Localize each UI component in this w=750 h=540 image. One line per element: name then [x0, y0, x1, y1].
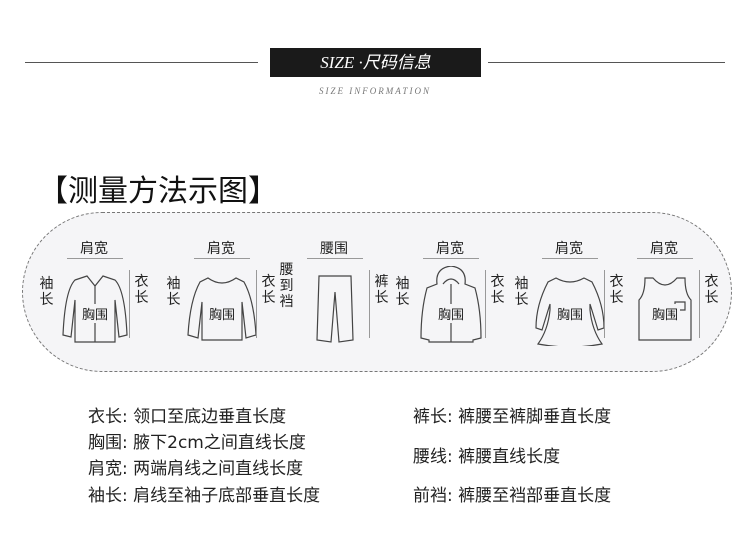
definition-text: 裤腰至裤脚垂直长度 [458, 407, 612, 427]
garment-dress-right-label: 衣长 [609, 274, 624, 306]
garment-vest-top-label: 肩宽 [650, 241, 678, 257]
garment-sweater-top-label: 肩宽 [207, 241, 235, 257]
length-measure-line [604, 270, 605, 338]
definition-item: 袖长: 肩线至袖子底部垂直长度 [88, 481, 320, 506]
definition-item: 前裆: 裤腰至裆部垂直长度 [413, 481, 611, 506]
header-subtitle: SIZE INFORMATION [319, 86, 431, 96]
definition-text: 肩线至袖子底部垂直长度 [133, 486, 321, 506]
garment-dress-chest-label: 胸围 [555, 304, 586, 323]
definition-item: 衣长: 领口至底边垂直长度 [88, 402, 286, 427]
garment-pants-right-label: 裤长 [374, 274, 389, 306]
length-measure-line [699, 270, 700, 338]
garment-pants-icon [316, 275, 354, 343]
garment-dress-top-label: 肩宽 [555, 241, 583, 257]
garment-pants-left-label: 腰到裆 [279, 262, 294, 310]
definition-item: 裤长: 裤腰至裤脚垂直长度 [413, 402, 611, 427]
measurement-panel [22, 212, 732, 372]
header-title: SIZE ·尺码信息 [270, 48, 481, 77]
garment-sweater-chest-label: 胸围 [207, 304, 238, 323]
garment-hoodie-chest-label: 胸围 [436, 304, 467, 323]
term: 前裆: [413, 486, 453, 506]
header-line-right [488, 62, 725, 63]
garment-hoodie-top-label: 肩宽 [436, 241, 464, 257]
term: 袖长: [88, 486, 128, 506]
definition-item: 腰线: 裤腰直线长度 [413, 442, 560, 467]
definition-item: 肩宽: 两端肩线之间直线长度 [88, 454, 303, 479]
top-measure-line [423, 258, 479, 259]
definition-text: 两端肩线之间直线长度 [133, 459, 304, 479]
term: 胸围: [88, 433, 128, 453]
top-measure-line [542, 258, 598, 259]
garment-shirt-chest-label: 胸围 [80, 304, 111, 323]
term: 肩宽: [88, 459, 128, 479]
top-measure-line [637, 258, 693, 259]
garment-pants-top-label: 腰围 [320, 241, 348, 257]
definition-text: 裤腰直线长度 [458, 447, 561, 467]
garment-sweater-left-label: 袖长 [166, 276, 181, 308]
garment-shirt-right-label: 衣长 [134, 274, 149, 306]
garment-vest-right-label: 衣长 [704, 274, 719, 306]
definition-text: 腋下2cm之间直线长度 [133, 433, 306, 453]
top-measure-line [194, 258, 250, 259]
term: 腰线: [413, 447, 453, 467]
definition-text: 领口至底边垂直长度 [133, 407, 287, 427]
section-title: 【测量方法示图】 [38, 174, 278, 209]
garment-shirt-left-label: 袖长 [39, 276, 54, 308]
garment-vest-chest-label: 胸围 [650, 304, 681, 323]
definition-text: 裤腰至裆部垂直长度 [458, 486, 612, 506]
term: 衣长: [88, 407, 128, 427]
top-measure-line [67, 258, 123, 259]
length-measure-line [256, 270, 257, 338]
garment-dress-left-label: 袖长 [514, 276, 529, 308]
garment-sweater-right-label: 衣长 [261, 274, 276, 306]
garment-shirt-top-label: 肩宽 [80, 241, 108, 257]
garment-hoodie-right-label: 衣长 [490, 274, 505, 306]
top-measure-line [307, 258, 363, 259]
header-line-left [25, 62, 258, 63]
definition-item: 胸围: 腋下2cm之间直线长度 [88, 428, 306, 453]
term: 裤长: [413, 407, 453, 427]
length-measure-line [129, 270, 130, 338]
length-measure-line [485, 270, 486, 338]
garment-hoodie-left-label: 袖长 [395, 276, 410, 308]
length-measure-line [369, 270, 370, 338]
